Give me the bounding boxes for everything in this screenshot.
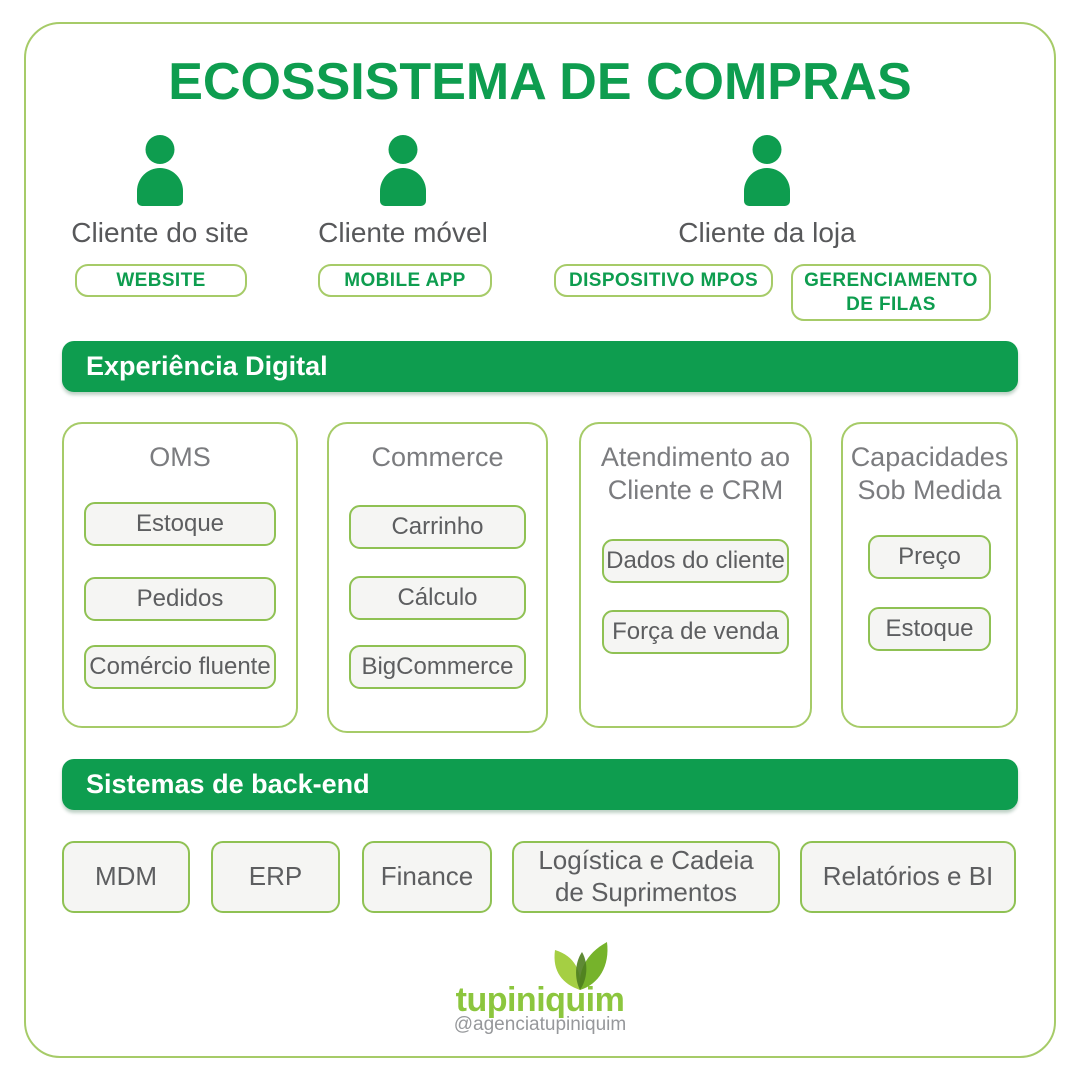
badge-mobile-app: MOBILE APP (318, 264, 492, 297)
client-group-mobile: Cliente móvel (293, 135, 513, 249)
chip-bigcommerce: BigCommerce (349, 645, 526, 689)
chip-pedidos: Pedidos (84, 577, 276, 621)
person-icon (137, 135, 183, 206)
chip-estoque: Estoque (868, 607, 991, 651)
card-title: OMS (149, 442, 211, 472)
card-title: Atendimento ao Cliente e CRM (600, 442, 791, 505)
badge-gerenciamento-de-filas: GERENCIAMENTO DE FILAS (791, 264, 991, 321)
section-header-sistemas-backend: Sistemas de back-end (62, 759, 1018, 810)
page-title: ECOSSISTEMA DE COMPRAS (168, 53, 912, 111)
badge-dispositivo-mpos: DISPOSITIVO MPOS (554, 264, 773, 297)
person-icon (380, 135, 426, 206)
person-icon (744, 135, 790, 206)
card-title: Capacidades Sob Medida (850, 442, 1009, 505)
chip-preco: Preço (868, 535, 991, 579)
sysbox-erp: ERP (211, 841, 340, 913)
sysbox-mdm: MDM (62, 841, 190, 913)
chip-dados-do-cliente: Dados do cliente (602, 539, 789, 583)
client-group-site: Cliente do site (50, 135, 270, 249)
chip-estoque: Estoque (84, 502, 276, 546)
chip-comercio-fluente: Comércio fluente (84, 645, 276, 689)
client-label: Cliente da loja (678, 217, 856, 248)
chip-carrinho: Carrinho (349, 505, 526, 549)
card-capacidades-sob-medida: Capacidades Sob Medida Preço Estoque (841, 422, 1018, 728)
badge-website: WEBSITE (75, 264, 247, 297)
chip-forca-de-venda: Força de venda (602, 610, 789, 654)
card-atendimento-crm: Atendimento ao Cliente e CRM Dados do cl… (579, 422, 812, 728)
client-label: Cliente móvel (318, 217, 488, 248)
chip-calculo: Cálculo (349, 576, 526, 620)
client-group-store: Cliente da loja (657, 135, 877, 249)
brand-handle: @agenciatupiniquim (453, 1014, 627, 1035)
card-commerce: Commerce Carrinho Cálculo BigCommerce (327, 422, 548, 733)
tupiniquim-leaf-icon (554, 942, 608, 990)
card-title: Commerce (371, 442, 504, 472)
client-label: Cliente do site (71, 217, 249, 248)
sysbox-relatorios-bi: Relatórios e BI (800, 841, 1016, 913)
card-oms: OMS Estoque Pedidos Comércio fluente (62, 422, 298, 728)
brand-logo-text: tupiniquim (455, 981, 625, 1019)
sysbox-logistica-cadeia-suprimentos: Logística e Cadeia de Suprimentos (512, 841, 780, 913)
sysbox-finance: Finance (362, 841, 492, 913)
section-header-experiencia-digital: Experiência Digital (62, 341, 1018, 392)
